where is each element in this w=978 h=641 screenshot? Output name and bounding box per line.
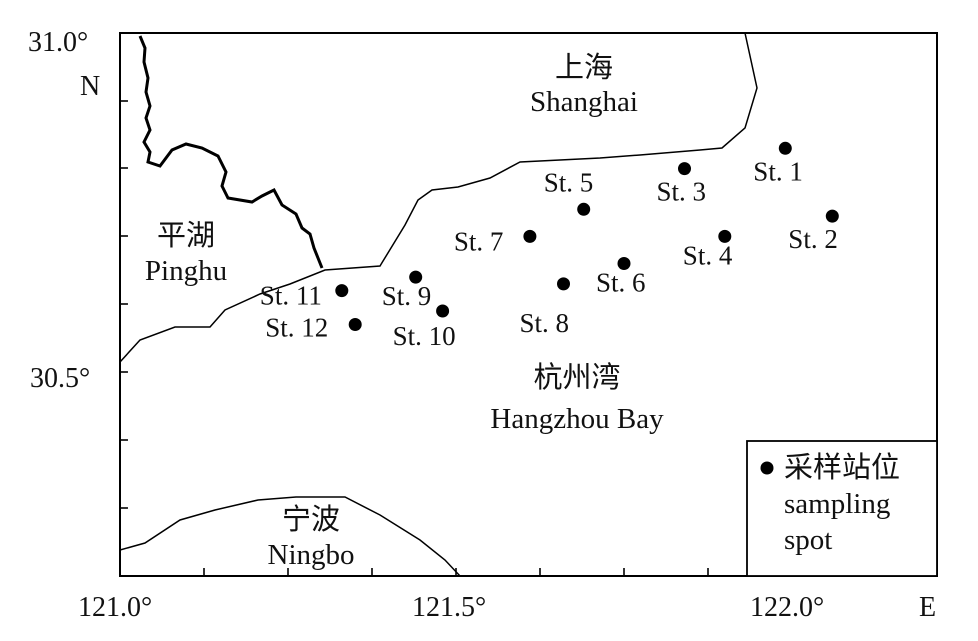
station-label: St. 8 (520, 308, 570, 338)
y-unit-label: N (80, 71, 100, 102)
shanghai-cn-label: 上海 (555, 51, 613, 84)
legend-label-cn: 采样站位 (784, 451, 900, 484)
station-marker (436, 304, 450, 318)
station-marker (335, 284, 349, 298)
station-label: St. 5 (544, 167, 594, 197)
station-label: St. 2 (788, 224, 838, 254)
station-marker (718, 229, 732, 243)
station-marker (557, 277, 570, 291)
station-marker (409, 270, 423, 284)
south-coastline (119, 496, 461, 577)
station-marker (825, 209, 839, 223)
pinghu-en-label: Pinghu (145, 255, 227, 287)
station-marker (577, 202, 591, 216)
y-axis-ticks (120, 100, 128, 509)
x-label-121: 121.0° (78, 592, 152, 623)
ningbo-en-label: Ningbo (268, 539, 355, 571)
y-label-31: 31.0° (28, 27, 88, 58)
y-label-30-5: 30.5° (30, 363, 90, 394)
station-label: St. 9 (382, 281, 432, 311)
legend-marker (760, 461, 774, 475)
legend-box (746, 440, 938, 577)
station-marker (348, 318, 362, 331)
bay-cn-label: 杭州湾 (533, 361, 620, 394)
station-label: St. 3 (657, 177, 707, 207)
province-boundary (138, 35, 324, 269)
shanghai-en-label: Shanghai (530, 86, 638, 118)
north-coastline (119, 32, 758, 363)
bay-en-label: Hangzhou Bay (490, 403, 664, 435)
station-label: St. 11 (260, 281, 322, 311)
station-label: St. 7 (454, 226, 504, 256)
station-marker (678, 162, 691, 176)
legend-label-en-1: sampling (784, 488, 890, 520)
station-marker (778, 141, 792, 155)
station-label: St. 12 (265, 313, 328, 343)
legend-label-en-2: spot (784, 524, 832, 556)
ningbo-cn-label: 宁波 (282, 503, 340, 536)
station-marker (523, 229, 537, 243)
x-label-122: 122.0° (750, 592, 824, 623)
x-unit-label: E (919, 592, 936, 623)
x-label-121-5: 121.5° (412, 592, 486, 623)
station-label: St. 1 (753, 156, 803, 186)
sampling-stations: St. 1 St. 2 St. 3 St. 4 St. 5 St. 6 St. 7 St. 8… (260, 141, 839, 351)
station-label: St. 6 (596, 268, 646, 298)
station-label: St. 4 (683, 240, 733, 270)
station-label: St. 10 (393, 321, 456, 351)
pinghu-cn-label: 平湖 (157, 220, 215, 252)
station-marker (617, 257, 631, 270)
